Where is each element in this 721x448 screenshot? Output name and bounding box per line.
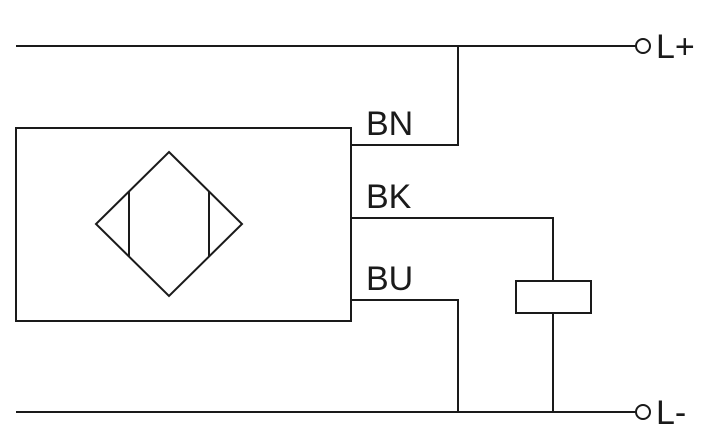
brown-wire	[351, 46, 459, 146]
inductive-sensor-symbol-icon	[94, 150, 244, 298]
negative-terminal-label: L-	[656, 394, 686, 432]
brown-wire-label: BN	[366, 105, 413, 143]
load	[515, 280, 592, 314]
black-wire-label: BK	[366, 178, 412, 216]
blue-wire-label: BU	[366, 260, 413, 298]
sensor-body	[15, 127, 352, 322]
negative-terminal-icon	[635, 404, 651, 420]
positive-terminal-icon	[635, 38, 651, 54]
black-wire	[351, 217, 554, 281]
positive-terminal-label: L+	[656, 28, 695, 66]
blue-wire	[351, 299, 459, 412]
